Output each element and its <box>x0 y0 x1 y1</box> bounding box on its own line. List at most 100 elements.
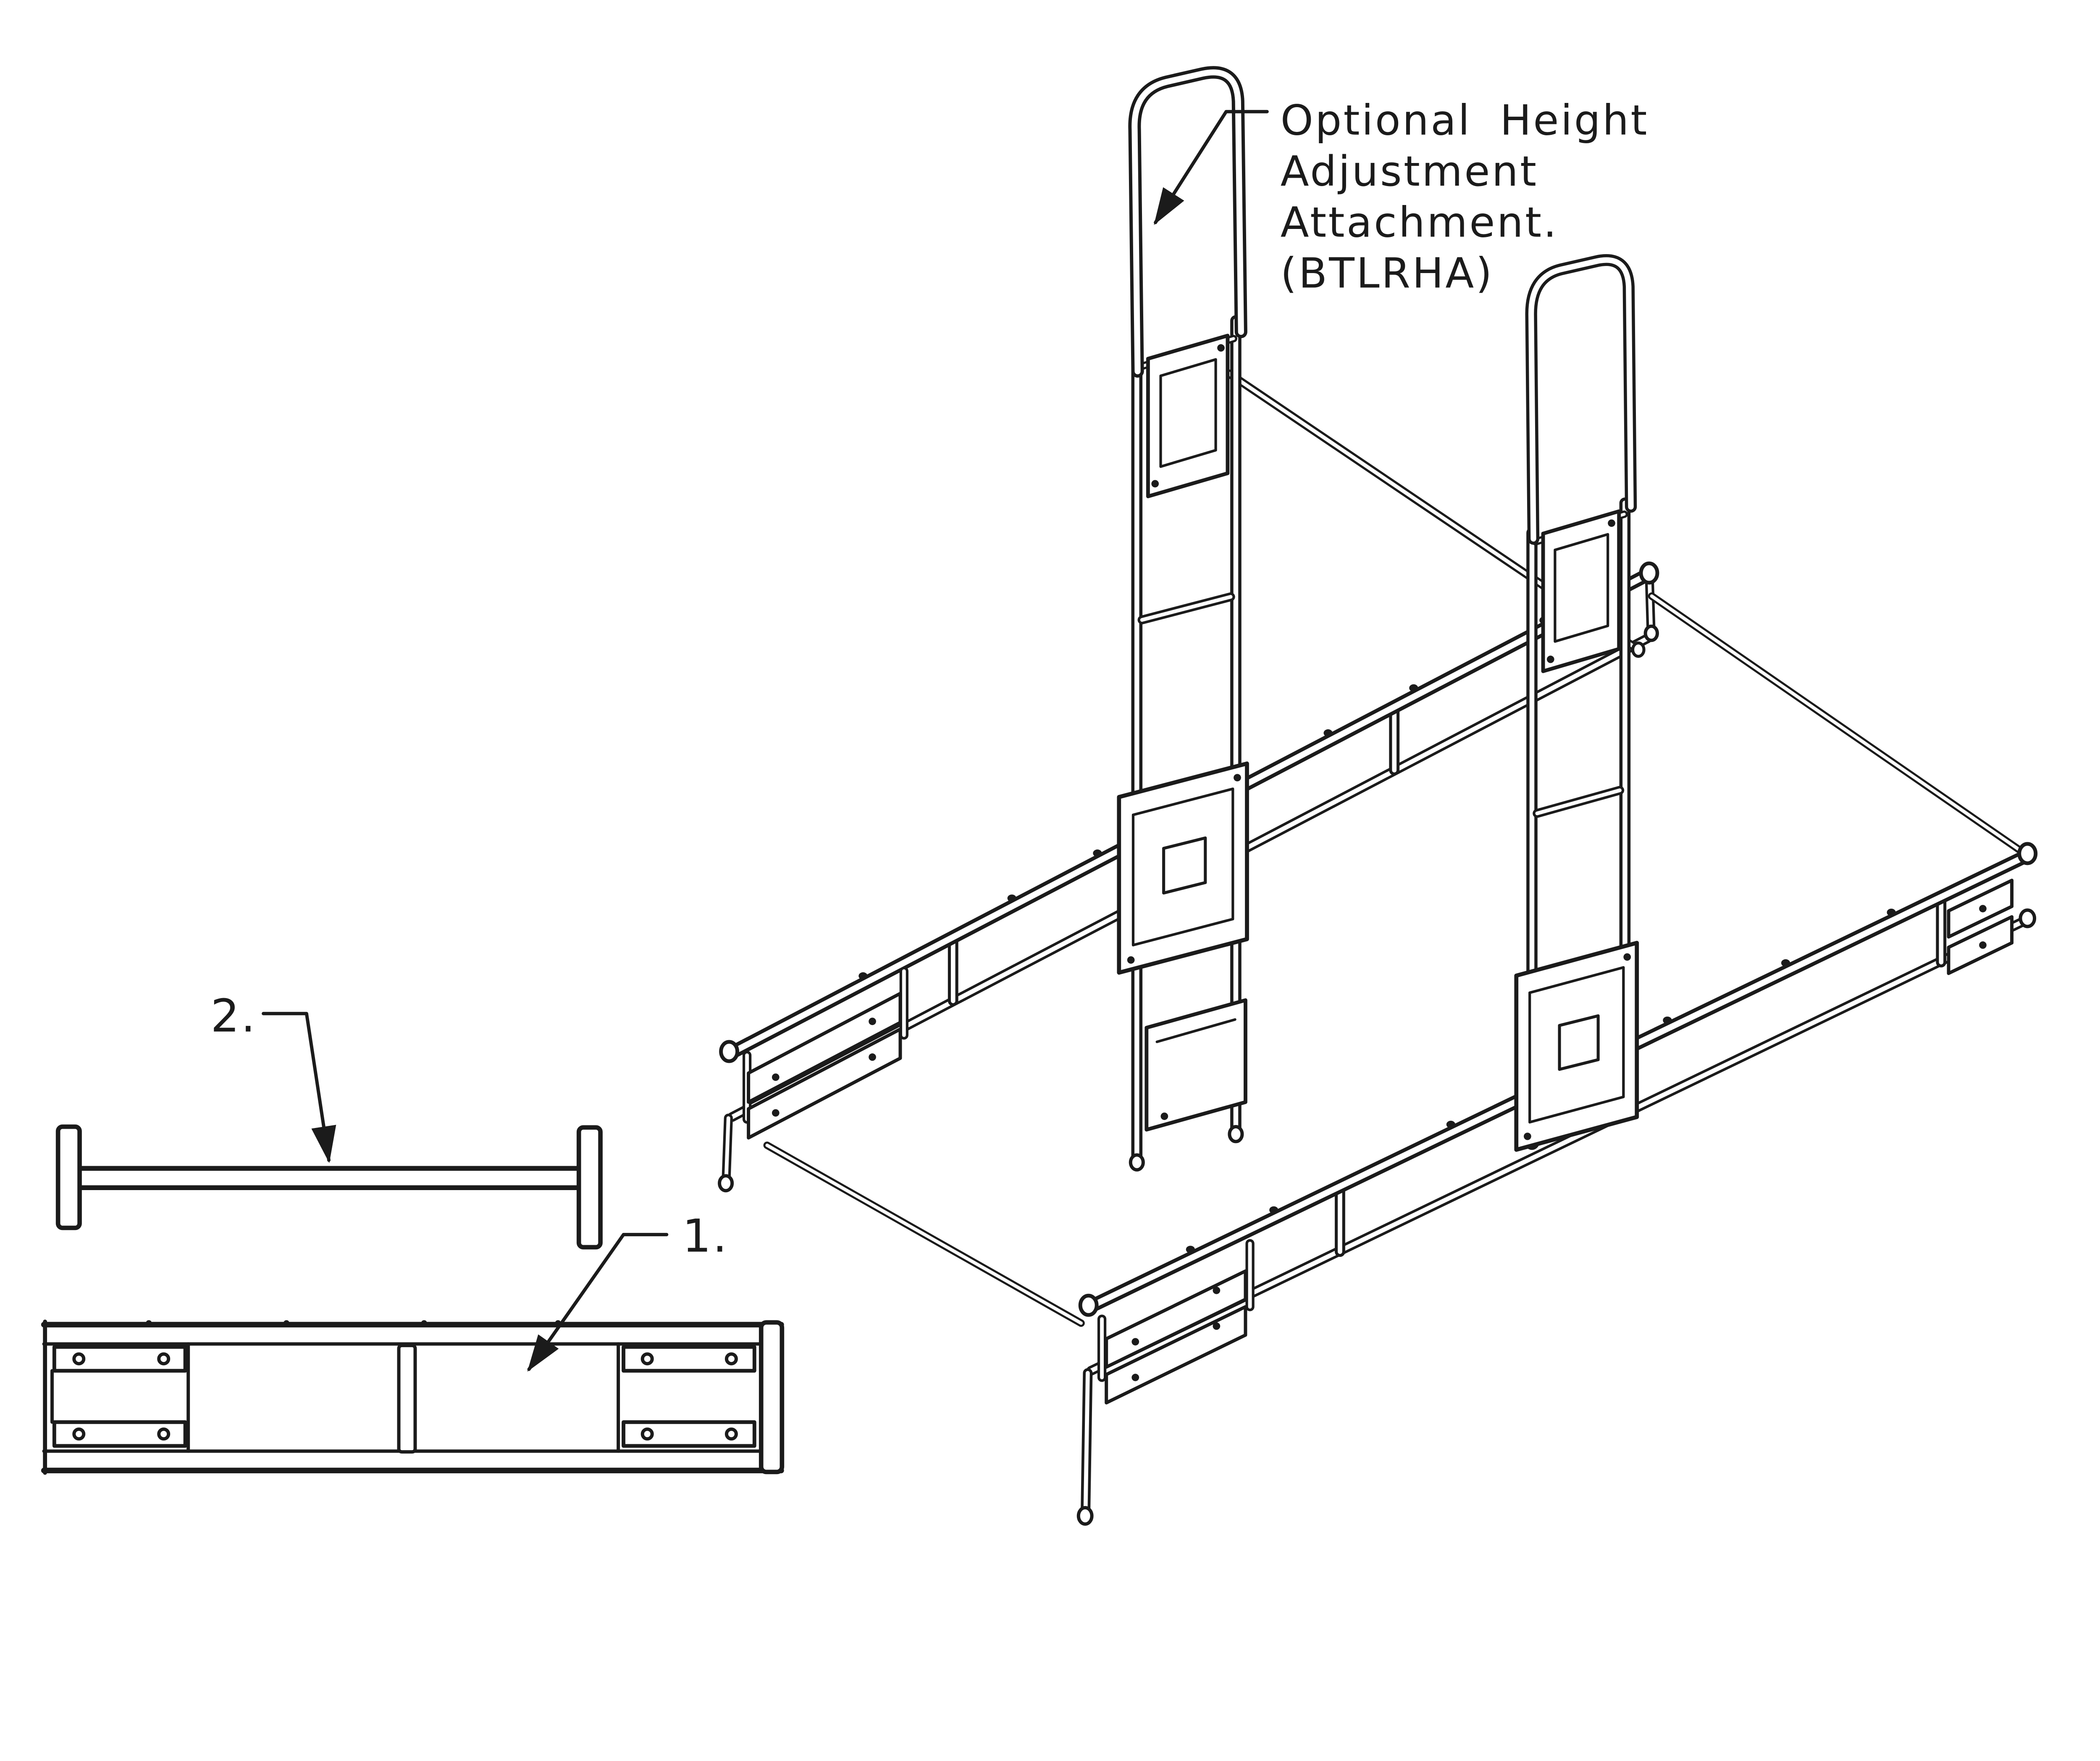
bolt-hole <box>1217 344 1225 352</box>
corner-cap <box>719 1040 739 1063</box>
part-label-2: 2. <box>210 990 257 1042</box>
post-rail-bracket-window <box>1162 836 1207 895</box>
drawing-canvas: Optional Height Adjustment Attachment. (… <box>41 66 2038 1526</box>
bolt-hole <box>772 1109 780 1117</box>
crossbar-end-cap <box>55 1124 82 1230</box>
rail-center-post <box>397 1343 417 1454</box>
rivets-front-rail <box>1186 908 1896 1254</box>
bolt-hole <box>1131 1338 1139 1346</box>
callout-line: Adjustment <box>1281 147 1538 196</box>
rail-right-end-cap <box>759 1320 785 1475</box>
tube-end-cap <box>1643 624 1659 642</box>
post-foot-cap <box>1228 1125 1244 1143</box>
bolt-hole <box>640 1352 654 1366</box>
bolt-hole <box>1979 941 1987 949</box>
post-top-bracket-inner <box>1554 533 1609 643</box>
corner-cap <box>1639 561 1659 585</box>
corner-foot-tube-highlight <box>1083 1371 1090 1514</box>
tube-end-cap <box>2019 908 2037 928</box>
bolt-hole <box>72 1352 86 1366</box>
post-rail-bracket-inner <box>1528 966 1625 1124</box>
corner-cap <box>1078 1293 1099 1317</box>
handle-loop <box>1128 66 1247 378</box>
detail-crossbar <box>55 1124 603 1250</box>
bolt-hole <box>1608 519 1615 527</box>
bolt-hole <box>869 1053 876 1061</box>
left-post <box>1117 315 1249 1172</box>
bracket-plate <box>1105 1305 1247 1405</box>
rivet <box>146 1320 152 1326</box>
detail-side-rail <box>41 1319 785 1475</box>
bolt-hole <box>772 1073 780 1081</box>
tube-end-cap <box>1631 641 1646 658</box>
corner-foot-tube-highlight <box>1647 578 1653 632</box>
rivet <box>1446 1120 1456 1128</box>
rivet <box>858 972 868 980</box>
bolt-hole <box>1127 956 1135 964</box>
part1-leader-arrow <box>527 1233 669 1372</box>
rivet <box>1007 894 1016 902</box>
back-rail-right-corner <box>1639 561 1659 642</box>
end-crossbar-left-highlight <box>765 1143 1083 1325</box>
handle-loop-highlight <box>1528 257 1634 542</box>
post-foot-bracket-line <box>1155 1018 1236 1043</box>
rivet <box>1409 684 1418 692</box>
callout-text: Optional Height Adjustment Attachment. (… <box>1281 97 1649 298</box>
bolt-hole <box>1151 480 1159 488</box>
technical-drawing: Optional Height Adjustment Attachment. (… <box>41 66 2038 1526</box>
bolt-hole <box>1160 1112 1168 1120</box>
rail-end-bracket-front-right <box>1947 842 2038 975</box>
isometric-assembly <box>718 66 2038 1526</box>
bolt-hole <box>640 1427 654 1441</box>
bolt-hole <box>1546 655 1554 663</box>
bolt-hole <box>1523 1133 1531 1140</box>
post-foot-bracket <box>1144 998 1247 1132</box>
bolt-hole <box>157 1427 171 1441</box>
bolt-hole <box>1979 905 1987 912</box>
callout-line: Attachment. <box>1281 198 1559 247</box>
crossbar-end-cap <box>576 1125 603 1250</box>
post-top-bracket <box>1541 509 1621 673</box>
post-top-bracket <box>1146 334 1230 499</box>
callout-line: Optional Height <box>1281 97 1649 145</box>
rivet <box>1323 729 1333 737</box>
bolt-hole <box>1131 1374 1139 1381</box>
callout-line: (BTLRHA) <box>1281 250 1494 298</box>
bolt-hole <box>1213 1286 1221 1294</box>
rivet <box>1093 849 1102 857</box>
bolt-hole <box>72 1427 86 1441</box>
post-top-bracket-inner <box>1159 358 1217 468</box>
rivet <box>1269 1206 1278 1214</box>
bolt-hole <box>869 1017 876 1025</box>
rail-end-bracket-front-left <box>1076 1239 1255 1526</box>
bolt-hole <box>157 1352 171 1366</box>
part-label-1: 1. <box>682 1210 728 1263</box>
bracket-plate <box>1105 1269 1247 1369</box>
rivet <box>1663 1016 1672 1024</box>
bolt-hole <box>1213 1322 1221 1330</box>
handle-loop <box>1525 254 1637 545</box>
post-rung-highlight <box>1140 595 1233 622</box>
bracket-plate <box>747 1027 902 1140</box>
height-adjustment-handle-right <box>1525 254 1637 545</box>
corner-cap <box>2017 842 2038 865</box>
rail-end-bracket-left <box>718 967 908 1193</box>
end-crossbar-right-highlight <box>1650 594 2026 855</box>
handle-loop-highlight <box>1131 69 1244 375</box>
rivet <box>421 1320 427 1326</box>
right-post <box>1514 497 1639 1152</box>
bracket-plate <box>747 991 902 1104</box>
post-rail-bracket-inner <box>1131 787 1234 946</box>
part2-leader-arrow <box>262 1012 336 1163</box>
post-rail-bracket-window <box>1558 1014 1600 1071</box>
height-adjustment-handle-left <box>1128 66 1247 378</box>
rivet <box>1887 908 1896 916</box>
post-foot-cap <box>1129 1153 1145 1172</box>
rivet <box>283 1320 290 1326</box>
bolt-hole <box>1234 774 1241 782</box>
tube-end-cap <box>1076 1506 1094 1526</box>
corner-foot-tube-highlight <box>724 1116 730 1182</box>
callout-leader-arrow <box>1154 110 1269 225</box>
tube-end-cap <box>718 1174 734 1193</box>
rivet <box>1186 1246 1195 1254</box>
